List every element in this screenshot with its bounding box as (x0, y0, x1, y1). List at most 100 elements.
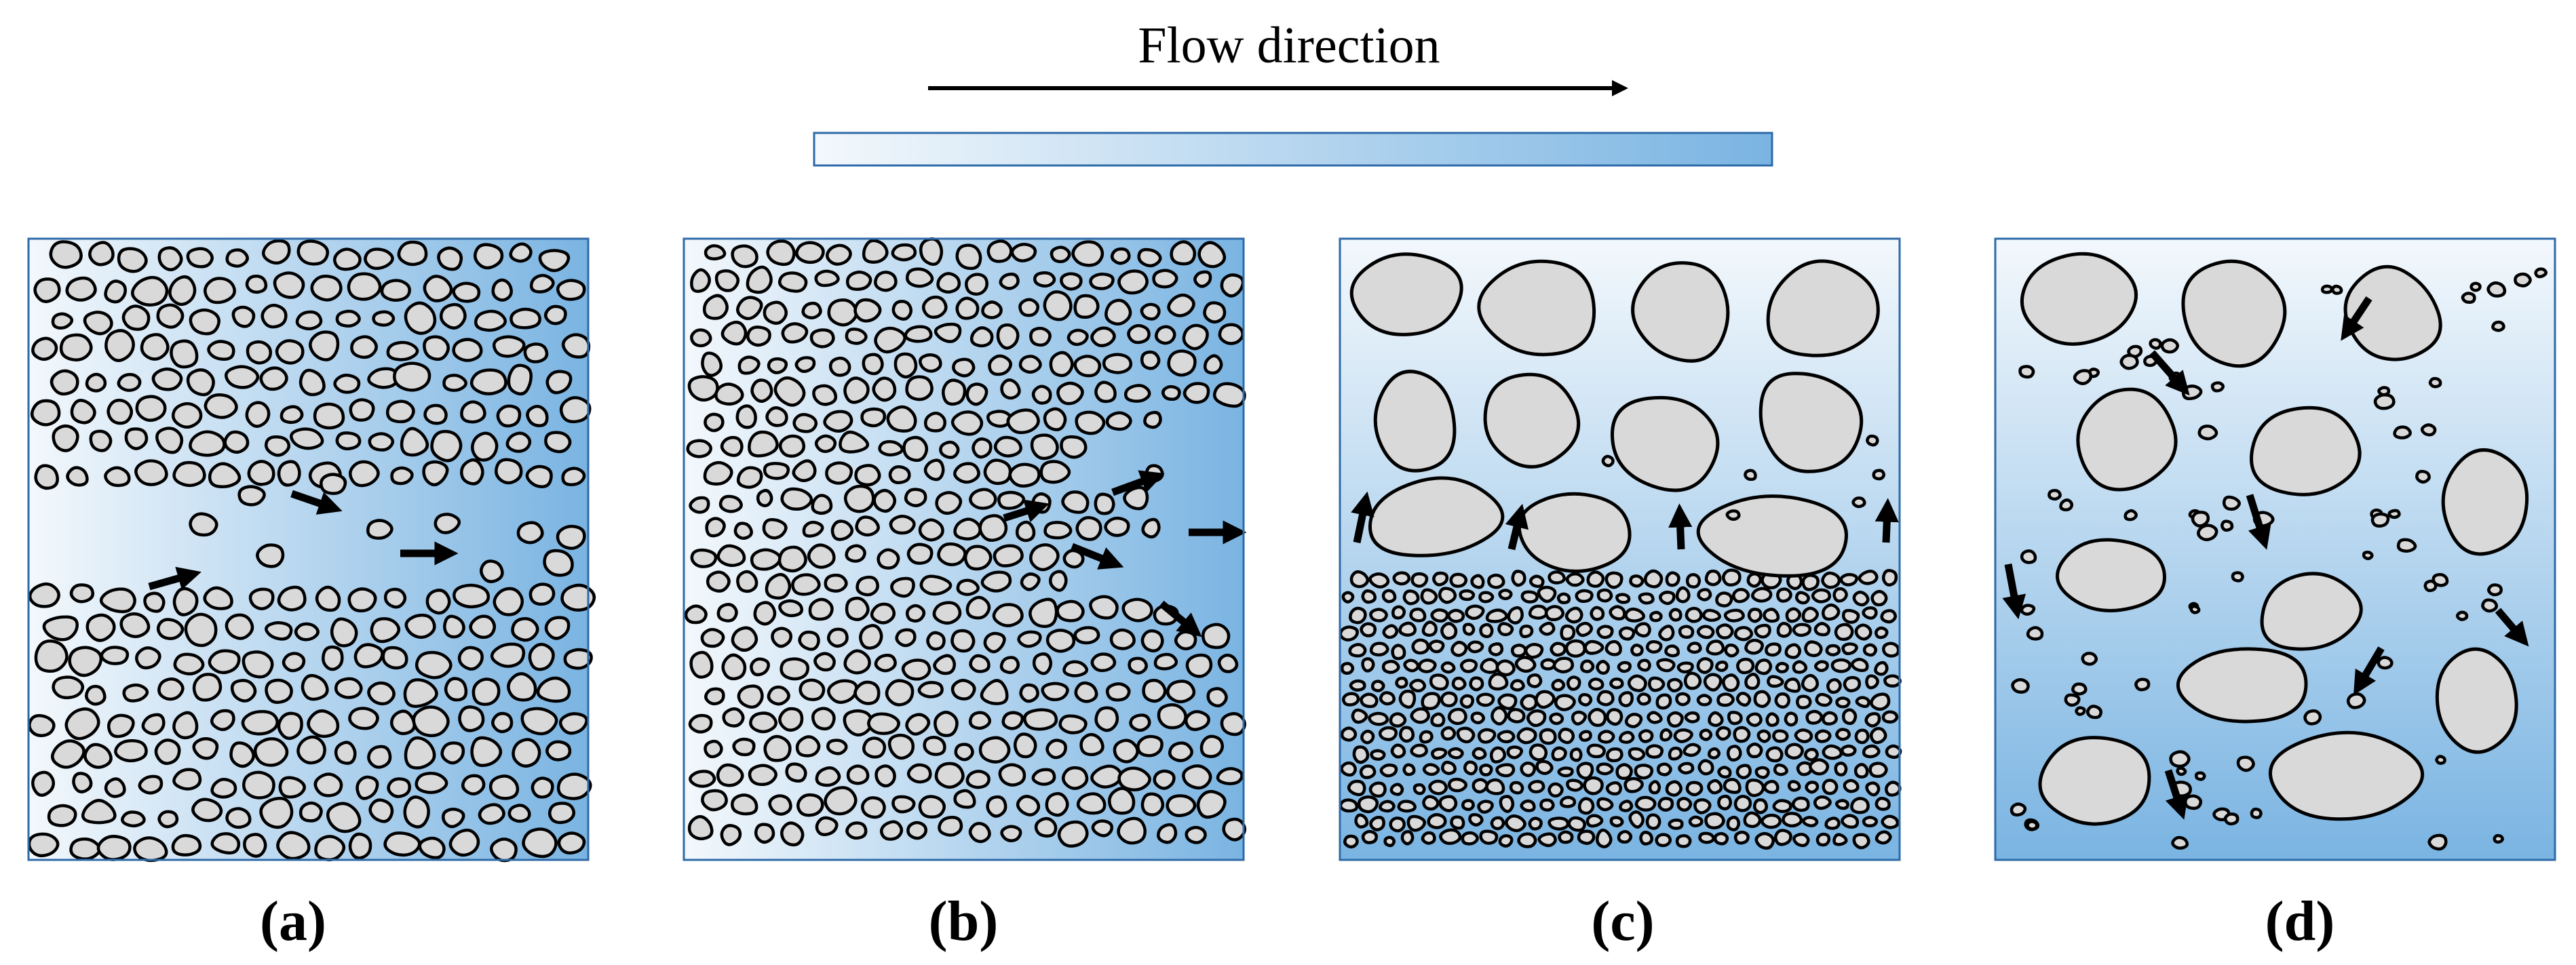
panel-a-border (27, 237, 590, 861)
particle (1881, 710, 1899, 724)
particle (189, 430, 226, 457)
particle (1722, 568, 1742, 587)
particle (397, 240, 428, 267)
particle (1776, 622, 1792, 638)
particle (1018, 298, 1039, 317)
particle (1060, 272, 1083, 291)
particle (2119, 353, 2139, 370)
particle (529, 273, 555, 294)
particle (1743, 811, 1762, 828)
particle (1721, 673, 1740, 692)
particle (2428, 376, 2442, 389)
particle (1707, 779, 1723, 795)
particle (509, 242, 533, 263)
particle (998, 763, 1026, 787)
particle (277, 585, 307, 612)
particle (891, 243, 917, 262)
particle (1551, 678, 1566, 692)
particle (1598, 730, 1615, 744)
particle (1549, 712, 1564, 726)
particle (1733, 626, 1754, 642)
particle (310, 275, 343, 302)
particle (953, 517, 982, 540)
particle (1379, 763, 1398, 778)
particle (874, 326, 906, 354)
particle (722, 707, 745, 728)
particle (2160, 338, 2179, 354)
particle (1830, 658, 1851, 673)
particle (1804, 640, 1823, 657)
particle (172, 460, 206, 488)
particle (2393, 425, 2412, 439)
particle (381, 646, 408, 670)
particle (872, 376, 897, 402)
particle (1697, 759, 1714, 776)
particle (1487, 573, 1505, 589)
particle (1716, 692, 1735, 707)
particle (716, 763, 744, 787)
particle (1370, 749, 1386, 761)
particle (117, 247, 148, 273)
particle (225, 807, 252, 829)
particle (560, 583, 596, 612)
particle (1109, 628, 1136, 650)
particle (1140, 302, 1161, 321)
particle (1735, 692, 1752, 707)
particle (1539, 621, 1556, 636)
particle (1045, 738, 1067, 760)
particle (1470, 711, 1485, 724)
particle (30, 399, 61, 427)
particle (367, 745, 392, 769)
panel-d-label: (d) (2265, 890, 2335, 953)
particle (1421, 831, 1436, 845)
particle (1726, 815, 1741, 831)
particle (1528, 604, 1548, 620)
particle (855, 515, 880, 537)
particle (1499, 795, 1515, 813)
particle (780, 487, 813, 511)
particle (561, 467, 586, 486)
particle (763, 300, 788, 325)
particle (423, 403, 448, 425)
particle (1155, 325, 1176, 345)
particle (440, 741, 465, 765)
particle (557, 831, 586, 854)
particle (1440, 661, 1456, 674)
particle (1832, 833, 1848, 846)
particle (1421, 692, 1441, 711)
particle (1596, 625, 1614, 639)
particle (937, 542, 967, 566)
particle (1618, 691, 1634, 707)
particle (1678, 625, 1695, 639)
movement-arrow-icon (1351, 491, 1374, 544)
particle (2223, 812, 2239, 826)
movement-arrow-icon (290, 490, 343, 515)
particle (34, 639, 69, 673)
particle (347, 587, 377, 613)
particle (1409, 679, 1427, 693)
particle (122, 683, 149, 703)
particle (1556, 592, 1571, 605)
particle (1869, 727, 1887, 745)
particle (1369, 815, 1385, 831)
particle (718, 494, 743, 513)
particle (256, 543, 285, 568)
particle (117, 372, 142, 392)
movement-arrow-icon (1668, 503, 1693, 550)
panel-d-arrows (2002, 296, 2529, 820)
particle (716, 544, 746, 568)
particle (919, 574, 953, 596)
particle (1645, 813, 1661, 830)
particle (1795, 694, 1812, 709)
particle (333, 248, 362, 271)
particle (906, 821, 927, 840)
particle (1102, 353, 1133, 374)
particle (1089, 595, 1119, 620)
particle (750, 378, 773, 403)
particle (923, 458, 945, 481)
particle (301, 674, 329, 701)
particle (1753, 690, 1771, 708)
particle (1794, 591, 1810, 605)
particle (280, 405, 304, 425)
particle (544, 304, 567, 326)
